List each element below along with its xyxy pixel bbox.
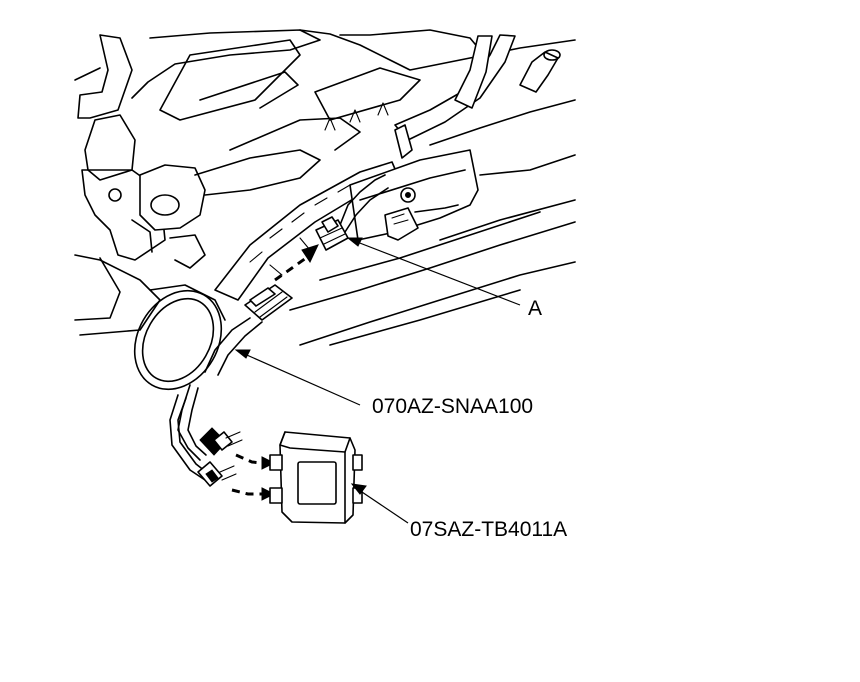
vehicle-connector-a	[315, 216, 349, 251]
callout-a: A	[528, 297, 543, 320]
white-plug	[197, 461, 237, 487]
tester-box	[269, 431, 363, 524]
black-plug	[199, 427, 243, 456]
plug-arrows	[231, 453, 276, 501]
leader-lines	[234, 237, 521, 524]
callout-tester-box: 07SAZ-TB4011A	[410, 518, 568, 541]
connect-arrow	[274, 244, 319, 282]
tester-harness	[133, 284, 293, 481]
callout-harness: 070AZ-SNAA100	[372, 395, 534, 418]
